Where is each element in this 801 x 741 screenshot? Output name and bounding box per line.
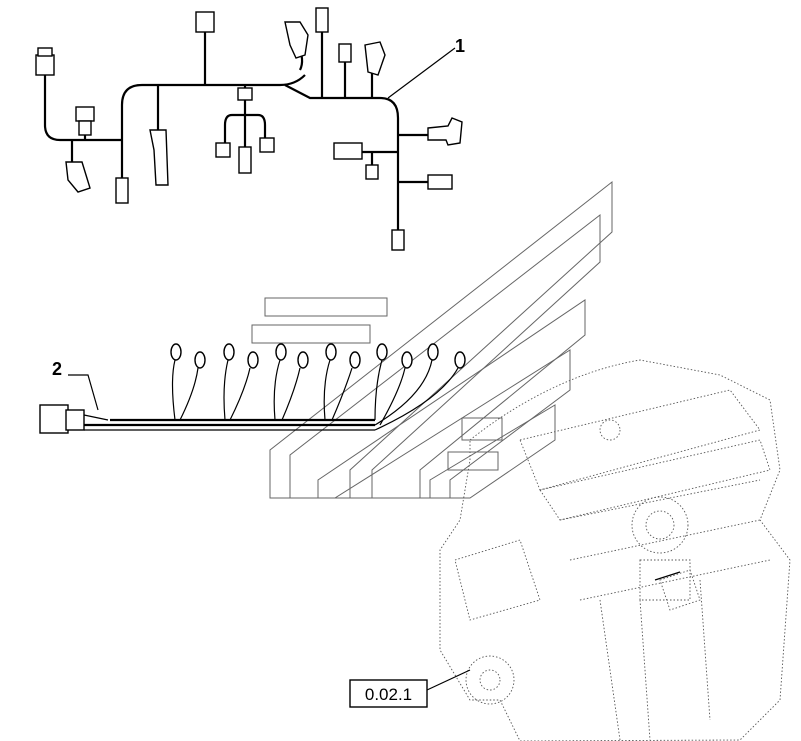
reference-code[interactable]: 0.02.1 bbox=[365, 685, 412, 704]
engine-block-illustration bbox=[439, 359, 791, 741]
callout-label-1: 1 bbox=[455, 36, 465, 56]
ghost-arrow-watermark bbox=[251, 180, 613, 499]
reference-leader-line bbox=[426, 669, 471, 691]
wiring-harness-item-1 bbox=[35, 7, 463, 251]
reference-box[interactable] bbox=[349, 679, 428, 708]
sensor-harness-item-2 bbox=[39, 343, 466, 434]
callout-label-2: 2 bbox=[52, 359, 62, 379]
